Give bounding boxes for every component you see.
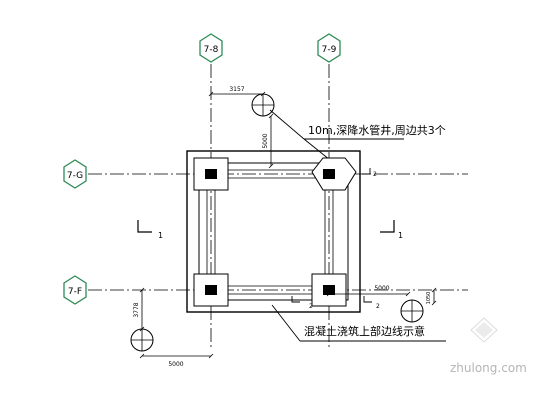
- section-mark-left-label: 1: [158, 231, 163, 240]
- axis-bubble-7-9: 7-9: [317, 33, 341, 63]
- well-circle-bottom-right: [400, 299, 424, 323]
- axis-bubble-7-f: 7-F: [63, 275, 87, 305]
- dimension-left-vertical: [139, 287, 145, 332]
- section-mark-bottom-label: 2: [309, 303, 313, 310]
- dimension-bottom-left: [139, 353, 214, 359]
- dimension-bottom-horizontal-value: 5000: [374, 285, 389, 292]
- dimension-small-right: [431, 287, 437, 306]
- axis-lines: [88, 64, 468, 350]
- well-circle-top: [251, 93, 275, 117]
- section-mark-left: [137, 220, 152, 233]
- pile-cap-bottom-right: [311, 273, 347, 307]
- edge-leader: [271, 304, 446, 342]
- dimension-bottom-horizontal: [326, 291, 411, 297]
- dimension-well-vertical: [268, 113, 274, 169]
- section-mark-top-right-label: 2: [373, 171, 377, 178]
- pour-outline-inner: [198, 162, 349, 301]
- beam-right: [324, 185, 334, 279]
- axis-bubble-7-g: 7-G: [63, 159, 87, 189]
- dimension-left-vertical-value: 3778: [133, 302, 140, 317]
- beam-top: [222, 169, 318, 179]
- well-circle-bottom-left: [130, 328, 154, 352]
- section-mark-bottom-right-label: 2: [376, 303, 380, 310]
- section-mark-right-label: 1: [398, 231, 403, 240]
- axis-label-7-8: 7-8: [204, 45, 219, 55]
- axis-label-7-g: 7-G: [67, 171, 83, 181]
- axis-bubble-7-8: 7-8: [199, 33, 223, 63]
- section-mark-top-right: [362, 168, 371, 175]
- watermark-text: zhulong.com: [450, 361, 527, 375]
- pile-cap-top-left: [193, 157, 229, 191]
- dimension-well-vertical-value: 5000: [262, 133, 269, 148]
- dimension-small-right-value: 1050: [426, 292, 432, 305]
- dimension-bottom-left-value: 5000: [168, 361, 183, 368]
- section-mark-bottom: [291, 296, 300, 303]
- watermark-logo: [470, 317, 498, 343]
- pile-cap-bottom-left: [193, 273, 229, 307]
- section-mark-bottom-right: [363, 296, 372, 303]
- pile-cap-top-right: [311, 157, 357, 191]
- beam-bottom: [222, 285, 318, 295]
- axis-label-7-9: 7-9: [322, 45, 337, 55]
- pour-outline: [186, 150, 361, 313]
- axis-label-7-f: 7-F: [68, 287, 82, 297]
- section-mark-right: [380, 220, 395, 233]
- dimension-top-value: 3157: [229, 86, 244, 93]
- well-note: 10m,深降水管井,周边共3个: [308, 123, 446, 137]
- beam-left: [206, 185, 216, 279]
- edge-note: 混凝土浇筑上部边线示意: [304, 324, 425, 338]
